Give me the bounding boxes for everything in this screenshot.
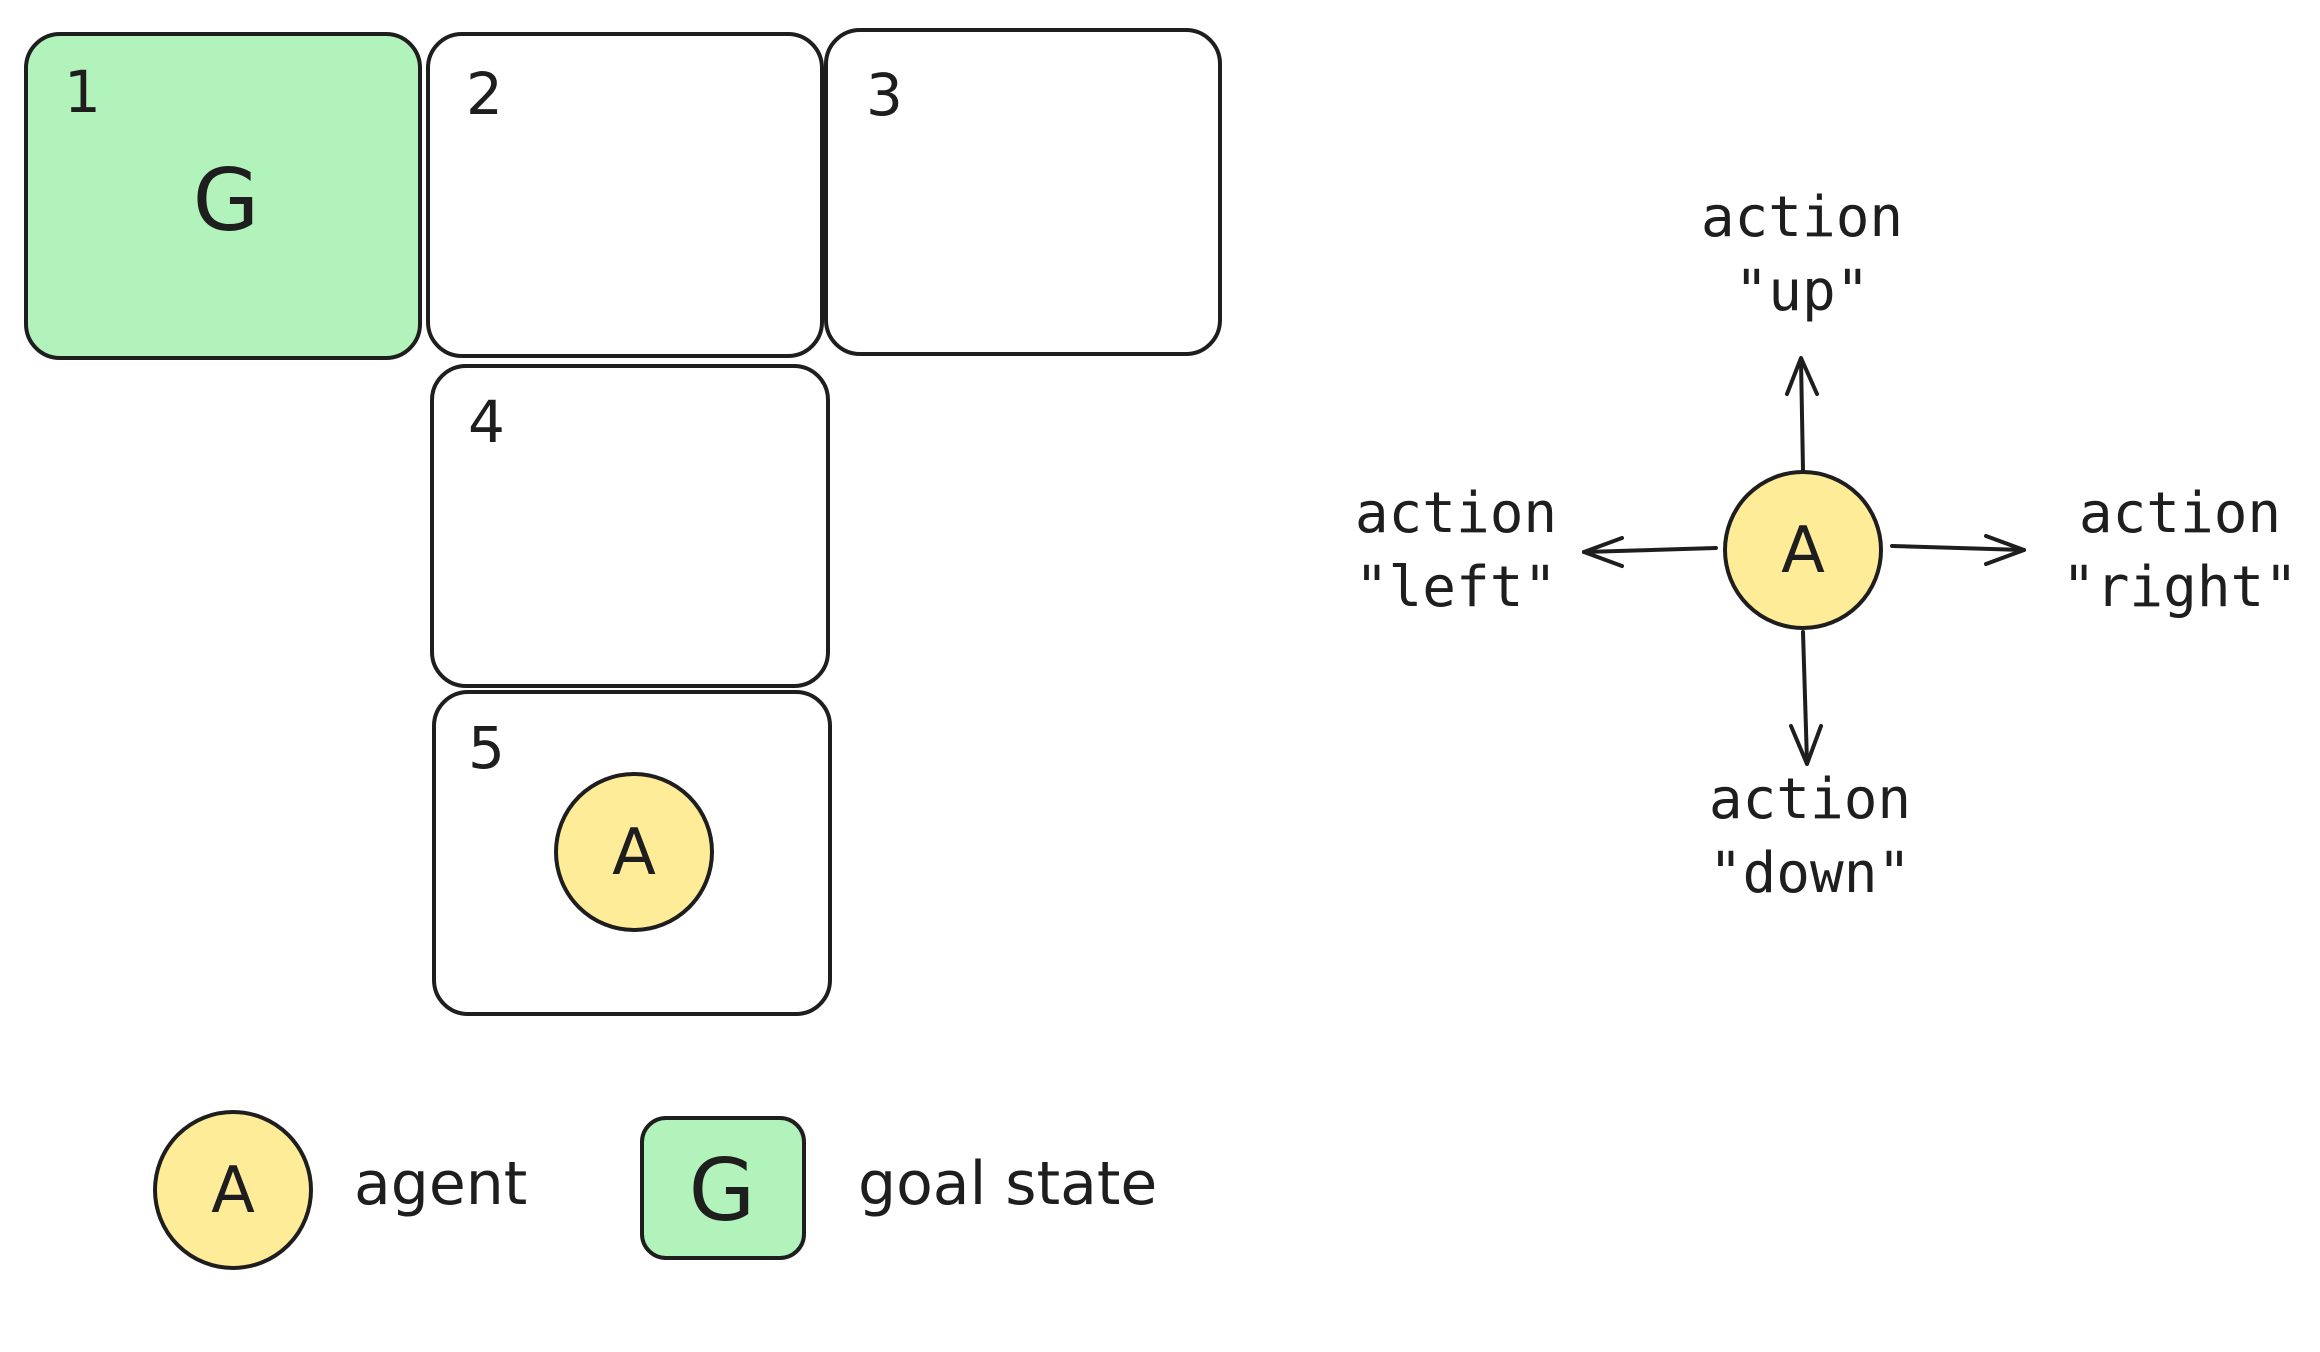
action-left-line1: action	[1355, 481, 1557, 546]
cell-5: 5 A	[432, 690, 832, 1016]
arrow-left	[1582, 536, 1718, 568]
cell-2-number: 2	[466, 60, 503, 128]
legend: A agent G goal state	[153, 1110, 1157, 1270]
cell-2: 2	[426, 32, 824, 358]
legend-agent-circle	[153, 1110, 313, 1270]
legend-agent-symbol: A	[211, 1154, 255, 1228]
legend-goal-symbol: G	[689, 1141, 756, 1241]
action-left-line2: "left"	[1355, 555, 1557, 620]
cell-4-box	[430, 364, 830, 688]
action-diagram: A action "up" action "down" action "left…	[1355, 185, 2298, 906]
agent-marker-circle	[554, 772, 714, 932]
cell-3-box	[824, 28, 1222, 356]
cell-4-number: 4	[468, 388, 505, 456]
action-agent-label: A	[1781, 514, 1825, 588]
legend-agent-label: agent	[354, 1149, 527, 1219]
action-right-line2: "right"	[2062, 555, 2298, 620]
cell-3: 3	[824, 28, 1222, 356]
legend-goal-box	[640, 1116, 806, 1260]
action-down-line2: "down"	[1709, 841, 1911, 906]
action-right-line1: action	[2079, 481, 2281, 546]
action-up-line2: "up"	[1735, 259, 1870, 324]
cell-1-number: 1	[64, 58, 101, 126]
cell-4: 4	[430, 364, 830, 688]
cell-2-box	[426, 32, 824, 358]
cell-3-number: 3	[866, 61, 903, 129]
arrow-right	[1890, 534, 2026, 566]
arrow-up	[1785, 356, 1819, 472]
action-up-line1: action	[1701, 185, 1903, 250]
action-agent-circle	[1723, 470, 1883, 630]
grid: 1 G 2 3 4 5 A	[24, 28, 1222, 1016]
cell-1-box	[24, 32, 422, 360]
action-down-line1: action	[1709, 767, 1911, 832]
agent-marker: A	[612, 816, 656, 890]
cell-5-number: 5	[468, 714, 505, 782]
goal-marker: G	[193, 151, 260, 251]
arrow-down	[1789, 630, 1823, 766]
cell-1: 1 G	[24, 32, 422, 360]
legend-goal-label: goal state	[858, 1149, 1157, 1219]
